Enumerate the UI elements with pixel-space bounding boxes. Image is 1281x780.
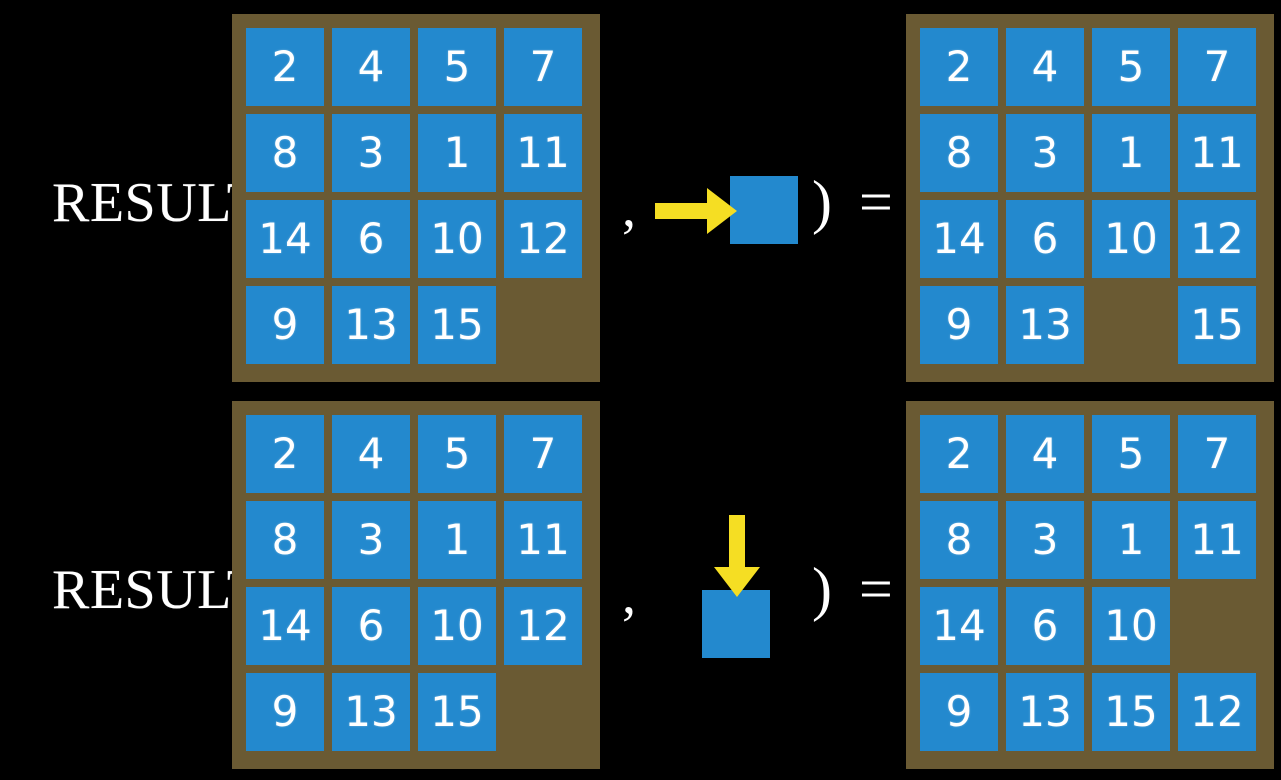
puzzle-tile[interactable]: 1	[418, 501, 496, 579]
puzzle-blank-slot	[504, 673, 582, 751]
puzzle-tile[interactable]: 3	[1006, 501, 1084, 579]
puzzle-tile[interactable]: 6	[332, 200, 410, 278]
puzzle-tile[interactable]: 8	[246, 501, 324, 579]
puzzle-tile[interactable]: 5	[418, 28, 496, 106]
puzzle-tile[interactable]: 15	[1092, 673, 1170, 751]
puzzle-tile[interactable]: 14	[246, 587, 324, 665]
action-blank-square-row2	[702, 590, 770, 658]
puzzle-tile[interactable]: 10	[418, 200, 496, 278]
puzzle-tile[interactable]: 4	[332, 415, 410, 493]
puzzle-tile[interactable]: 13	[332, 286, 410, 364]
puzzle-tile[interactable]: 14	[246, 200, 324, 278]
puzzle-tile[interactable]: 11	[1178, 501, 1256, 579]
puzzle-tile[interactable]: 5	[1092, 28, 1170, 106]
puzzle-tile[interactable]: 1	[1092, 501, 1170, 579]
input-board-row1: 2 4 5 7 8 3 1 11 14 6 10 12 9 13 15	[232, 14, 600, 382]
puzzle-tile[interactable]: 4	[1006, 28, 1084, 106]
puzzle-tile[interactable]: 15	[1178, 286, 1256, 364]
puzzle-tile[interactable]: 12	[504, 587, 582, 665]
puzzle-tile[interactable]: 8	[920, 114, 998, 192]
puzzle-tile[interactable]: 9	[246, 673, 324, 751]
puzzle-tile[interactable]: 7	[504, 415, 582, 493]
puzzle-tile[interactable]: 13	[332, 673, 410, 751]
puzzle-blank-slot	[1178, 587, 1256, 665]
puzzle-tile[interactable]: 12	[1178, 673, 1256, 751]
board-grid: 2 4 5 7 8 3 1 11 14 6 10 12 9 13 15	[246, 28, 586, 364]
puzzle-tile[interactable]: 4	[1006, 415, 1084, 493]
puzzle-tile[interactable]: 3	[332, 501, 410, 579]
comma-separator-row2: ,	[622, 564, 636, 626]
close-paren-equals-row1: ) =	[812, 169, 899, 235]
arrow-right-icon	[655, 188, 737, 234]
puzzle-tile[interactable]: 13	[1006, 286, 1084, 364]
action-blank-square-row1	[730, 176, 798, 244]
puzzle-tile[interactable]: 11	[504, 501, 582, 579]
puzzle-blank-slot	[1092, 286, 1170, 364]
puzzle-tile[interactable]: 8	[920, 501, 998, 579]
board-grid: 2 4 5 7 8 3 1 11 14 6 10 12 9 13 15	[246, 415, 586, 751]
puzzle-tile[interactable]: 9	[920, 673, 998, 751]
puzzle-tile[interactable]: 11	[504, 114, 582, 192]
puzzle-tile[interactable]: 7	[1178, 415, 1256, 493]
puzzle-tile[interactable]: 7	[1178, 28, 1256, 106]
puzzle-blank-slot	[504, 286, 582, 364]
puzzle-tile[interactable]: 14	[920, 200, 998, 278]
puzzle-tile[interactable]: 2	[246, 415, 324, 493]
comma-separator-row1: ,	[622, 177, 636, 239]
puzzle-tile[interactable]: 2	[920, 415, 998, 493]
puzzle-tile[interactable]: 1	[1092, 114, 1170, 192]
puzzle-tile[interactable]: 10	[1092, 200, 1170, 278]
puzzle-tile[interactable]: 5	[1092, 415, 1170, 493]
puzzle-tile[interactable]: 4	[332, 28, 410, 106]
puzzle-tile[interactable]: 7	[504, 28, 582, 106]
puzzle-tile[interactable]: 10	[1092, 587, 1170, 665]
puzzle-tile[interactable]: 10	[418, 587, 496, 665]
puzzle-tile[interactable]: 3	[332, 114, 410, 192]
puzzle-tile[interactable]: 9	[920, 286, 998, 364]
input-board-row2: 2 4 5 7 8 3 1 11 14 6 10 12 9 13 15	[232, 401, 600, 769]
puzzle-tile[interactable]: 9	[246, 286, 324, 364]
puzzle-tile[interactable]: 6	[332, 587, 410, 665]
puzzle-tile[interactable]: 1	[418, 114, 496, 192]
arrow-down-icon	[714, 515, 760, 597]
puzzle-tile[interactable]: 12	[1178, 200, 1256, 278]
output-board-row1: 2 4 5 7 8 3 1 11 14 6 10 12 9 13 15	[906, 14, 1274, 382]
puzzle-tile[interactable]: 11	[1178, 114, 1256, 192]
puzzle-tile[interactable]: 15	[418, 286, 496, 364]
puzzle-tile[interactable]: 13	[1006, 673, 1084, 751]
output-board-row2: 2 4 5 7 8 3 1 11 14 6 10 9 13 15 12	[906, 401, 1274, 769]
puzzle-tile[interactable]: 2	[246, 28, 324, 106]
puzzle-tile[interactable]: 6	[1006, 200, 1084, 278]
puzzle-tile[interactable]: 2	[920, 28, 998, 106]
puzzle-tile[interactable]: 8	[246, 114, 324, 192]
puzzle-tile[interactable]: 5	[418, 415, 496, 493]
puzzle-tile[interactable]: 14	[920, 587, 998, 665]
board-grid: 2 4 5 7 8 3 1 11 14 6 10 12 9 13 15	[920, 28, 1260, 364]
puzzle-tile[interactable]: 3	[1006, 114, 1084, 192]
board-grid: 2 4 5 7 8 3 1 11 14 6 10 9 13 15 12	[920, 415, 1260, 751]
puzzle-tile[interactable]: 6	[1006, 587, 1084, 665]
close-paren-equals-row2: ) =	[812, 556, 899, 622]
puzzle-tile[interactable]: 12	[504, 200, 582, 278]
puzzle-tile[interactable]: 15	[418, 673, 496, 751]
